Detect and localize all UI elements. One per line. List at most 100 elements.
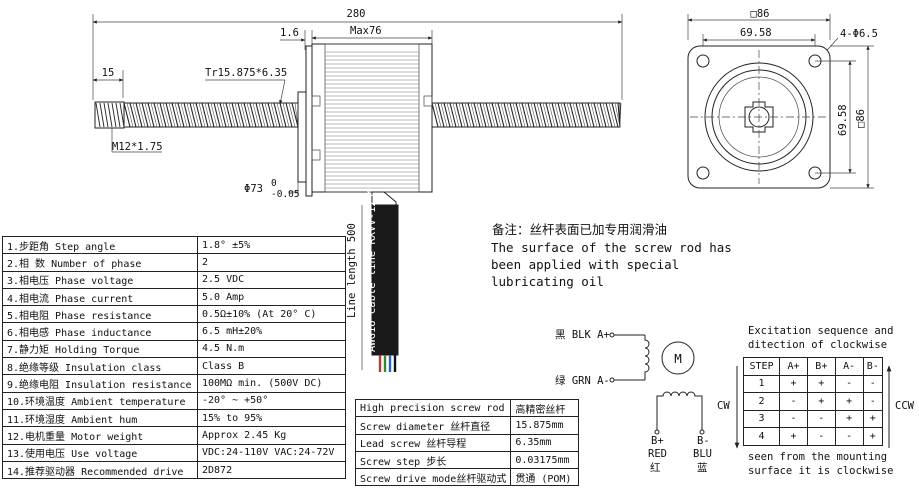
table-cell: - (862, 392, 884, 411)
note-en-line1: The surface of the screw rod has (491, 240, 732, 255)
table-cell: + (806, 392, 836, 411)
wire-grn-label: 绿 GRN A- (555, 374, 610, 387)
dim-overall-length: 280 (347, 8, 366, 20)
table-header-cell: STEP (742, 357, 781, 376)
table-cell: Screw step 步长 (354, 450, 512, 470)
dim-body-max: Max76 (350, 25, 382, 37)
table-cell: 13.使用电压 Use voltage (2, 443, 198, 462)
table-cell: Approx 2.45 Kg (197, 426, 346, 445)
table-cell: 100MΩ min. (500V DC) (197, 374, 346, 393)
table-cell: 14.推荐驱动器 Recommended drive (2, 460, 198, 480)
table-cell: + (862, 409, 884, 428)
excitation-title-1: Excitation sequence and (748, 325, 893, 337)
dim-shaft-end: 15 (102, 67, 115, 79)
table-cell: VDC:24-110V VAC:24-72V (197, 443, 346, 462)
table-row: 2-++- (742, 392, 884, 411)
table-cell: 2.相 数 Number of phase (2, 253, 198, 272)
table-cell: 11.环境湿度 Ambient hum (2, 408, 198, 428)
dim-square-side: □86 (855, 109, 867, 128)
note-zh: 备注：丝杆表面已加专用润滑油 (492, 222, 667, 237)
excitation-title-2: ditection of clockwise (748, 339, 887, 351)
wire-blu-label: BLU (693, 448, 712, 460)
table-row: Screw drive mode丝杆驱动式贯通 (POM) (354, 468, 579, 487)
dim-end-thread: M12*1.75 (112, 141, 163, 153)
table-cell: 1 (742, 374, 781, 393)
table-cell: + (862, 427, 884, 446)
table-cell: 1.8° ±5% (197, 235, 346, 255)
table-header-cell: B+ (806, 357, 836, 376)
table-row: 10.环境温度 Ambient temperature-20° ~ +50° (2, 391, 346, 410)
table-cell: 2D872 (197, 460, 346, 480)
table-cell: 3.相电压 Phase voltage (2, 270, 198, 289)
wire-blk-label: 黑 BLK A+ (555, 329, 610, 341)
dim-pilot-tol-bottom: -0.05 (271, 189, 300, 200)
table-cell: - (834, 374, 864, 393)
right-screw-thread (431, 102, 622, 128)
table-cell: + (806, 374, 836, 393)
table-cell: 6.5 mH±20% (197, 322, 346, 341)
table-cell: Screw drive mode丝杆驱动式 (354, 468, 512, 487)
table-cell: 7.静力矩 Holding Torque (2, 339, 198, 359)
dim-cable-spec: AWG18 Cable line RXVV-125° (366, 188, 378, 352)
table-cell: Lead screw 丝杆导程 (354, 433, 512, 452)
table-row: 1++-- (742, 374, 884, 393)
table-cell: High precision screw rod (354, 398, 512, 418)
motor-body-laminations (325, 51, 419, 189)
motor-symbol-letter: M (674, 351, 682, 366)
table-cell: Class B (197, 357, 346, 376)
table-cell: + (779, 427, 808, 446)
table-cell: 15% to 95% (197, 408, 346, 428)
left-screw-thread (95, 102, 299, 128)
table-cell: 2 (742, 392, 781, 411)
wire-blu-b: B- (697, 435, 710, 447)
dim-hole-spec: 4-Φ6.5 (840, 28, 878, 40)
note-en-line3: lubricating oil (491, 274, 604, 289)
table-cell: - (779, 392, 808, 411)
table-cell: 0.5Ω±10% (At 20° C) (197, 305, 346, 324)
table-header-cell: B- (862, 357, 884, 376)
dim-hole-spacing-v: 69.58 (837, 104, 849, 136)
dim-pilot-tol-top: 0 (271, 178, 277, 189)
table-cell: - (806, 409, 836, 428)
table-cell: Screw diameter 丝杆直径 (354, 416, 512, 435)
table-cell: - (834, 427, 864, 446)
table-cell: + (779, 374, 808, 393)
wire-red-label: RED (648, 448, 667, 460)
table-cell: - (862, 374, 884, 393)
table-cell: 3 (742, 409, 781, 428)
dim-pilot-diameter: Φ73 (244, 183, 263, 195)
table-cell: - (806, 427, 836, 446)
table-cell: 12.电机重量 Motor weight (2, 426, 198, 445)
table-cell: 4.相电流 Phase current (2, 287, 198, 307)
table-cell: -20° ~ +50° (197, 391, 346, 410)
table-cell: 4 (742, 427, 781, 446)
front-view: □86 69.58 4-Φ6.5 69.58 □86 (687, 8, 878, 189)
table-cell: 5.相电阻 Phase resistance (2, 305, 198, 324)
table-cell: - (779, 409, 808, 428)
table-row: 3--++ (742, 409, 884, 428)
table-cell: 6.35mm (510, 433, 579, 452)
table-header-cell: A+ (779, 357, 808, 376)
table-cell: 8.绝缘等级 Insulation class (2, 357, 198, 376)
table-cell: 9.绝缘电阻 Insulation resistance (2, 374, 198, 393)
note-en-line2: been applied with special (491, 257, 679, 272)
table-cell: + (834, 392, 864, 411)
table-cell: 贯通 (POM) (510, 468, 579, 487)
dim-square-top: □86 (751, 8, 770, 20)
table-cell: 1.步距角 Step angle (2, 235, 198, 255)
